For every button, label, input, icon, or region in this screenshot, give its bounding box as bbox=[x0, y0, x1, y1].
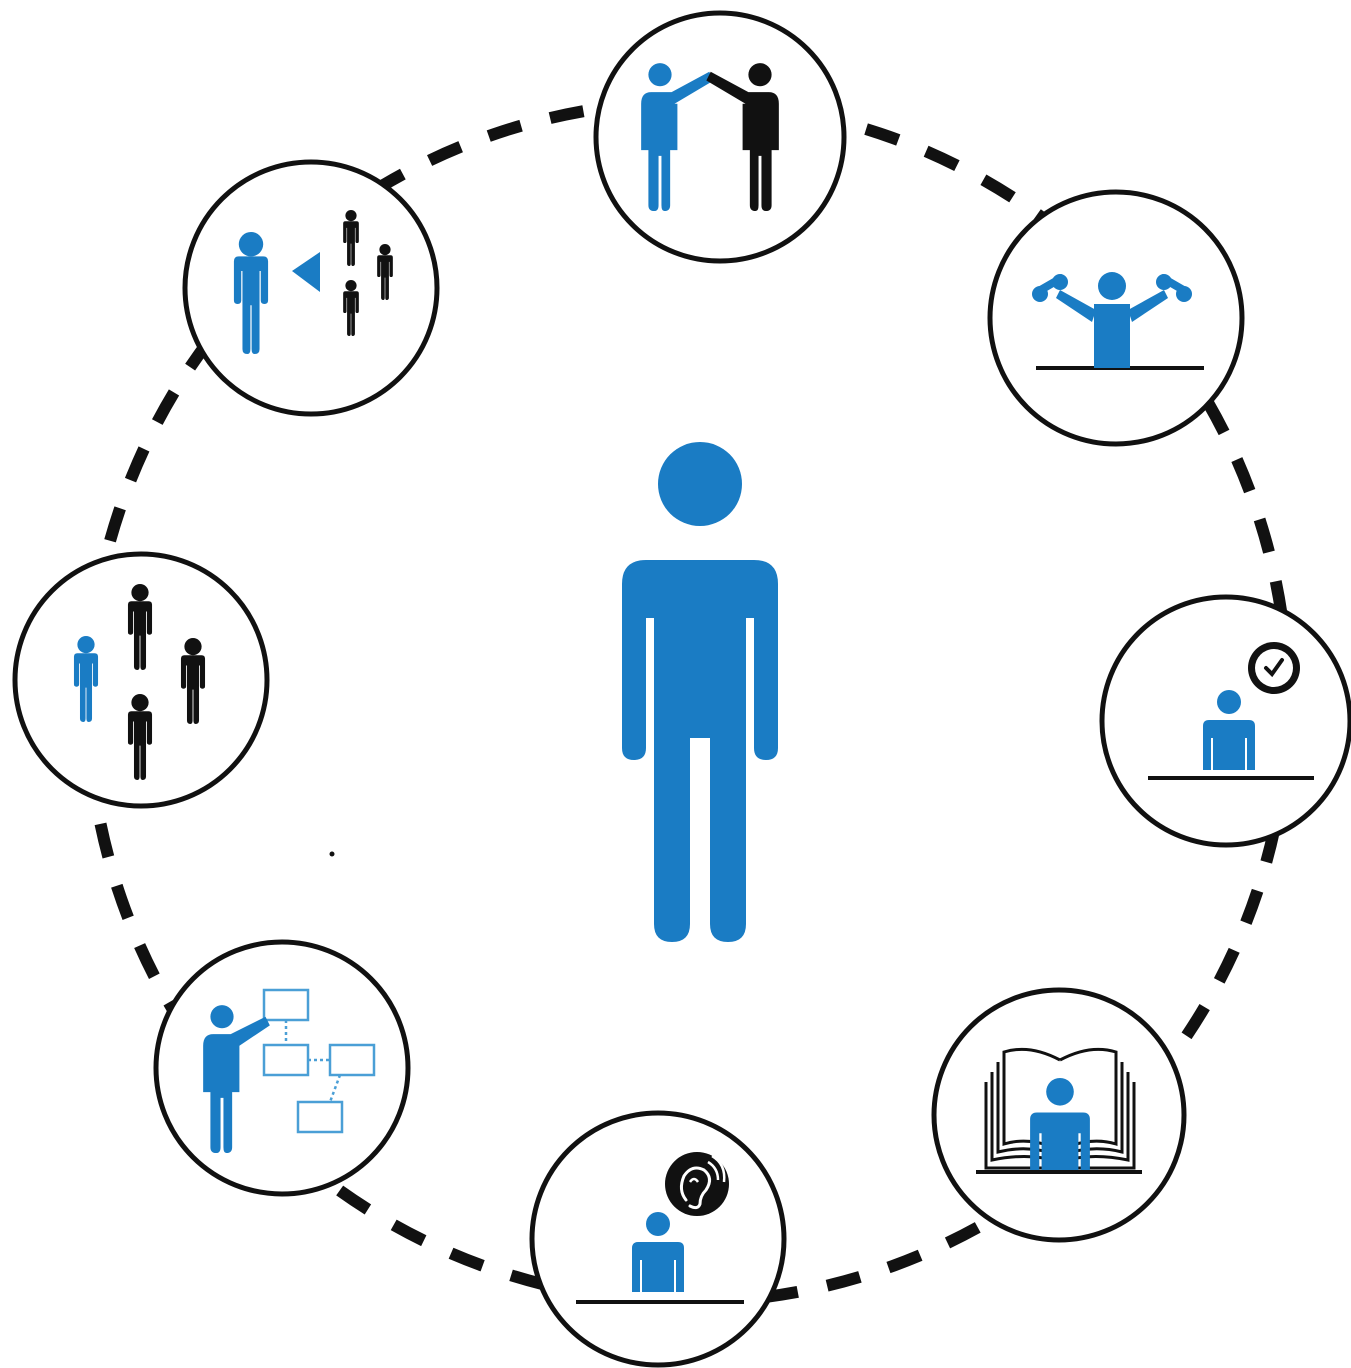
node-exercise bbox=[987, 189, 1245, 447]
node-hearing bbox=[529, 1110, 787, 1368]
person-clock-icon bbox=[1148, 642, 1314, 780]
high-five-icon bbox=[641, 63, 779, 211]
exercise-dumbbells-icon bbox=[1032, 272, 1204, 370]
node-presenting bbox=[153, 939, 411, 1197]
ear-icon bbox=[665, 1152, 729, 1216]
node-high-five bbox=[593, 10, 847, 264]
node-group bbox=[12, 551, 270, 809]
node-time bbox=[1099, 594, 1351, 848]
stray-dot bbox=[329, 851, 335, 857]
node-speaking bbox=[182, 159, 440, 417]
megaphone-icon bbox=[292, 252, 320, 292]
node-reading bbox=[931, 987, 1187, 1243]
hearing-assist-icon bbox=[576, 1152, 744, 1304]
reading-book-icon bbox=[976, 1047, 1142, 1174]
speaking-to-group-icon bbox=[233, 210, 393, 354]
center-person-icon bbox=[622, 442, 778, 942]
clock-icon bbox=[1248, 642, 1300, 694]
presenting-diagram-icon bbox=[203, 988, 376, 1153]
